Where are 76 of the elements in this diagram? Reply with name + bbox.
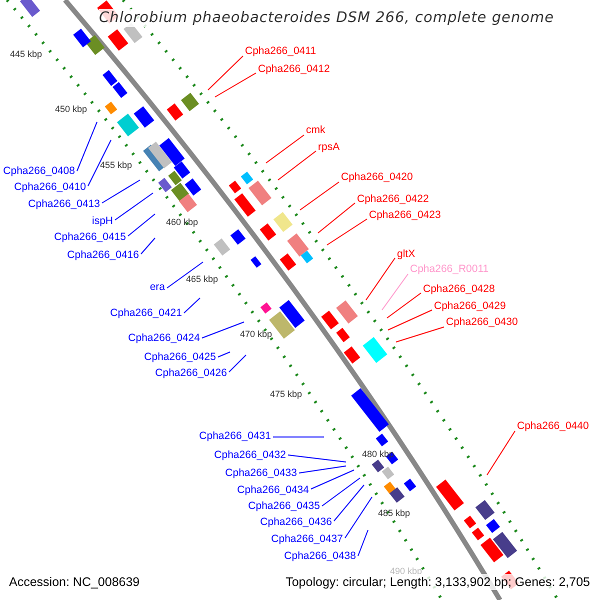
- leader-line: [278, 150, 316, 180]
- gene-label: Cpha266_0438: [284, 550, 356, 563]
- leader-line: [382, 274, 408, 310]
- leader-line: [266, 134, 304, 164]
- gene-label: Cpha266_0415: [54, 231, 126, 244]
- gene-label: cmk: [306, 124, 326, 137]
- gene-label: gltX: [397, 248, 416, 261]
- leader-line: [184, 298, 200, 314]
- gene-label: Cpha266_0428: [423, 283, 495, 296]
- scale-label: 465 kbp: [186, 274, 218, 284]
- leader-line: [288, 454, 346, 462]
- gene-label: Cpha266_0440: [517, 420, 589, 433]
- gene-label: rpsA: [318, 141, 340, 154]
- leader-line: [300, 182, 340, 210]
- scale-label: 470 kbp: [240, 329, 272, 339]
- scale-label: 450 kbp: [55, 104, 88, 114]
- leader-line: [386, 292, 422, 318]
- leader-line: [272, 436, 324, 438]
- leader-line: [396, 326, 444, 342]
- scale-label: 445 kbp: [10, 49, 42, 59]
- leader-line: [334, 484, 364, 522]
- leader-line: [128, 214, 156, 236]
- gene-label: Cpha266_0436: [260, 516, 332, 529]
- gene-label: Cpha266_0435: [248, 500, 320, 513]
- leader-line: [88, 140, 112, 186]
- leader-line: [114, 192, 154, 220]
- gene-label: Cpha266_0413: [28, 198, 100, 211]
- gene-label: Cpha266_0433: [225, 467, 297, 480]
- leader-line: [140, 238, 156, 254]
- gene-label: Cpha266_0408: [3, 165, 75, 178]
- gene-label: Cpha266_0426: [155, 367, 227, 380]
- gene-label: Cpha266_0430: [446, 316, 518, 329]
- gene-label: Cpha266_0429: [434, 300, 506, 313]
- leader-line: [166, 262, 204, 288]
- leader-line: [358, 530, 368, 556]
- leader-line: [486, 430, 516, 476]
- leader-line: [388, 310, 432, 330]
- leader-line: [76, 122, 98, 172]
- gene-label: Cpha266_0421: [110, 307, 182, 320]
- scale-label: 475 kbp: [270, 389, 302, 399]
- scale-label: 460 kbp: [166, 217, 198, 227]
- leader-line: [202, 322, 244, 338]
- gene-label: ispH: [92, 215, 113, 228]
- scale-label: 490 kbp: [390, 566, 422, 576]
- leader-line: [366, 258, 396, 300]
- leader-line: [228, 354, 246, 372]
- scale-label: 485 kbp: [378, 508, 410, 518]
- gene-label: Cpha266_0434: [237, 484, 309, 497]
- leader-line: [322, 478, 360, 506]
- gene-label: Cpha266_0422: [357, 193, 429, 206]
- gene-label: Cpha266_0416: [67, 249, 139, 262]
- gene-label: Cpha266_R0011: [410, 263, 489, 276]
- leader-line: [218, 352, 230, 358]
- leader-line: [318, 202, 356, 234]
- scale-label: 455 kbp: [100, 160, 132, 170]
- leader-line: [102, 180, 140, 204]
- gene-label: Cpha266_0437: [271, 533, 343, 546]
- leader-line: [326, 218, 368, 246]
- gene-label: Cpha266_0431: [199, 430, 271, 443]
- gene-label: Cpha266_0410: [14, 181, 86, 194]
- gene-label: Cpha266_0412: [258, 63, 330, 76]
- map-title: Chlorobium phaeobacteroides DSM 266, complete genome: [99, 9, 554, 27]
- gene-label: Cpha266_0432: [214, 449, 286, 462]
- leader-line: [214, 72, 256, 98]
- genome-stats-text: Topology: circular; Length: 3,133,902 bp; Genes: 2,705: [286, 574, 590, 590]
- leader-line: [344, 496, 372, 538]
- accession-text: Accession: NC_008639: [9, 574, 140, 590]
- gene-label: Cpha266_0425: [144, 351, 216, 364]
- gene-label: Cpha266_0420: [341, 171, 413, 184]
- leader-line: [310, 470, 354, 490]
- gene-label: Cpha266_0411: [245, 45, 316, 58]
- gene-label: Cpha266_0424: [128, 332, 200, 345]
- leader-line: [298, 466, 346, 474]
- gene-label: era: [150, 281, 165, 294]
- leader-line: [208, 56, 244, 90]
- gene-label: Cpha266_0423: [369, 209, 441, 222]
